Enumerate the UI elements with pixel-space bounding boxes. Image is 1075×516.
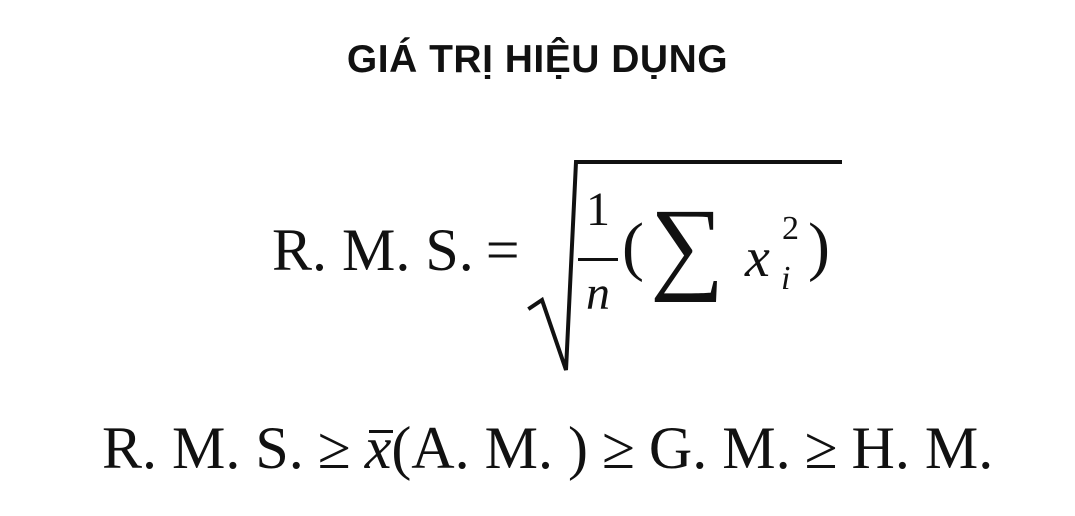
subscript-i: i — [781, 260, 791, 297]
gm-term: G. M. — [648, 415, 791, 481]
fraction-bar — [578, 258, 618, 261]
variable-x: x — [745, 227, 770, 289]
square-root-sign — [527, 160, 842, 371]
fraction-denominator: n — [586, 267, 610, 320]
superscript-2: 2 — [782, 210, 799, 247]
rms-formula-lhs: R. M. S.= — [272, 220, 520, 280]
fraction-numerator: 1 — [586, 183, 610, 236]
hm-term: H. M. — [851, 415, 994, 481]
mean-x-bar: x — [364, 415, 393, 481]
open-parenthesis: ( — [622, 210, 644, 283]
overline-bar — [368, 430, 393, 433]
page-title: GIÁ TRỊ HIỆU DỤNG — [346, 38, 729, 81]
summation-icon: ∑ — [650, 188, 725, 303]
equals-sign: = — [485, 217, 520, 283]
mean-variable: x — [364, 415, 392, 481]
close-parenthesis: ) — [808, 210, 830, 283]
geq-sign: ≥ — [601, 415, 635, 481]
am-term: (A. M. ) — [391, 415, 588, 481]
rms-label: R. M. S. — [272, 217, 474, 283]
mean-inequality: R. M. S.≥x(A. M. )≥G. M.≥H. M. — [102, 418, 1002, 478]
geq-sign: ≥ — [804, 415, 838, 481]
rms-term: R. M. S. — [102, 415, 304, 481]
geq-sign: ≥ — [317, 415, 351, 481]
